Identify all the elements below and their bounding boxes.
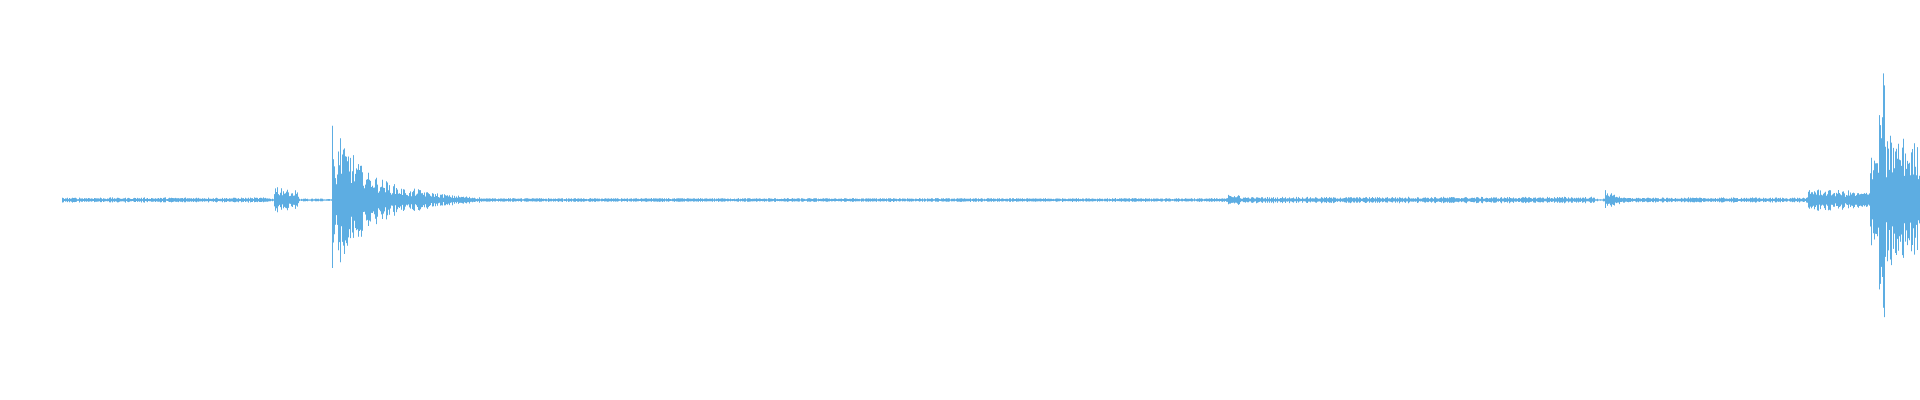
waveform-samples [62, 73, 1920, 318]
waveform-path [62, 73, 1920, 318]
